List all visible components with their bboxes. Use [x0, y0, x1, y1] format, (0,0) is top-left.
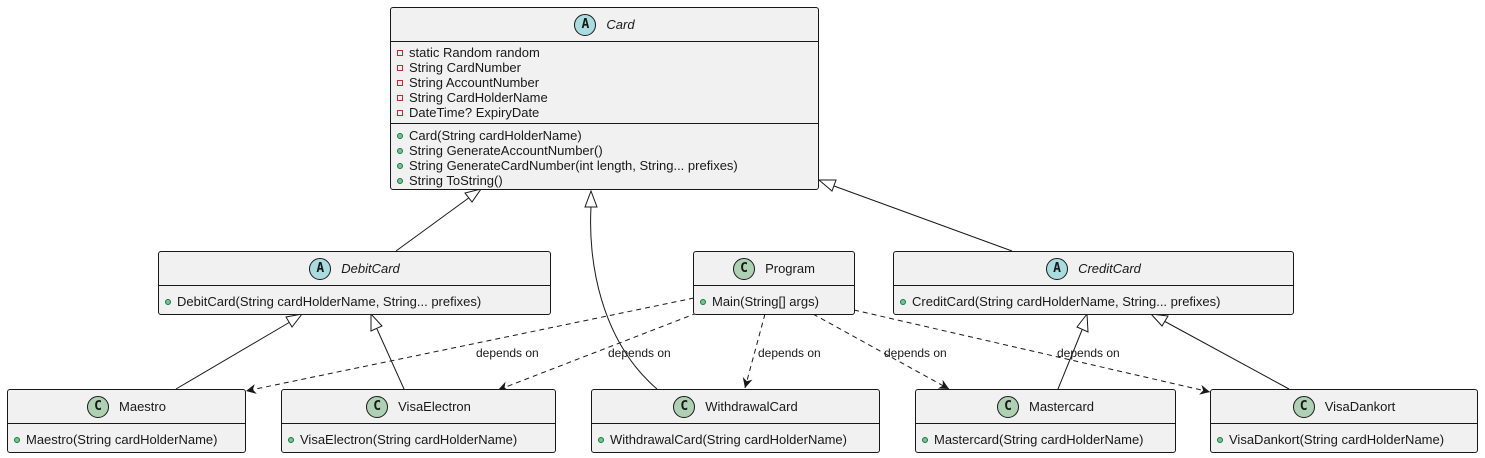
abstract-class-icon: A	[309, 257, 332, 280]
class-name: DebitCard	[341, 261, 400, 276]
methods-section: Mastercard(String cardHolderName)	[916, 423, 1175, 447]
inherit-arrowhead	[370, 312, 383, 332]
class-debitcard[interactable]: A DebitCard DebitCard(String cardHolderN…	[158, 251, 551, 315]
public-icon	[397, 177, 403, 184]
inherit-maestro-debitcard	[175, 321, 291, 390]
method: VisaElectron(String cardHolderName)	[288, 432, 549, 447]
public-icon	[397, 132, 403, 139]
method: Maestro(String cardHolderName)	[14, 432, 239, 447]
private-icon	[397, 49, 403, 56]
class-icon: C	[733, 257, 756, 280]
methods-section: Maestro(String cardHolderName)	[8, 423, 245, 447]
public-icon	[397, 162, 403, 169]
private-icon	[397, 64, 403, 71]
class-name: Program	[765, 261, 815, 276]
dep-program-maestro	[245, 297, 695, 394]
inherit-arrowhead	[584, 189, 598, 208]
inherit-arrowhead	[464, 188, 483, 203]
dependency-label: depends on	[884, 346, 947, 360]
abstract-class-icon: A	[1046, 257, 1069, 280]
dependency-label: depends on	[1057, 346, 1120, 360]
class-name: VisaElectron	[398, 399, 471, 414]
methods-section: VisaElectron(String cardHolderName)	[282, 423, 555, 447]
methods-section: DebitCard(String cardHolderName, String.…	[159, 285, 550, 309]
inherit-withdrawalcard-card	[590, 206, 658, 390]
methods-section: WithdrawalCard(String cardHolderName)	[592, 423, 879, 447]
class-withdrawalcard[interactable]: C WithdrawalCard WithdrawalCard(String c…	[591, 389, 880, 453]
class-name: Mastercard	[1028, 399, 1095, 414]
class-icon: C	[87, 395, 110, 418]
class-icon: C	[1292, 395, 1315, 418]
class-program[interactable]: C Program Main(String[] args)	[693, 251, 855, 315]
method: String GenerateAccountNumber()	[397, 143, 812, 158]
abstract-class-icon: A	[574, 13, 597, 36]
method: Card(String cardHolderName)	[397, 128, 812, 143]
method: WithdrawalCard(String cardHolderName)	[598, 432, 873, 447]
class-maestro[interactable]: C Maestro Maestro(String cardHolderName)	[7, 389, 246, 453]
method: VisaDankort(String cardHolderName)	[1217, 432, 1471, 447]
method: DebitCard(String cardHolderName, String.…	[165, 294, 544, 309]
methods-section: CreditCard(String cardHolderName, String…	[894, 285, 1293, 309]
dep-program-withdrawalcard	[742, 313, 766, 389]
dep-program-mastercard	[812, 313, 950, 390]
methods-section: Main(String[] args)	[694, 285, 854, 309]
class-icon: C	[366, 395, 389, 418]
method: Mastercard(String cardHolderName)	[922, 432, 1169, 447]
private-icon	[397, 109, 403, 116]
class-visaelectron[interactable]: C VisaElectron VisaElectron(String cardH…	[281, 389, 556, 453]
dep-program-visadankort	[853, 309, 1211, 395]
inherit-creditcard-card	[833, 185, 1013, 252]
class-name: VisaDankort	[1324, 399, 1396, 414]
private-icon	[397, 94, 403, 101]
public-icon	[165, 298, 171, 305]
dependency-label: depends on	[476, 346, 539, 360]
inherit-debitcard-card	[395, 196, 471, 252]
class-icon: C	[996, 395, 1019, 418]
private-icon	[397, 79, 403, 86]
field: String AccountNumber	[397, 75, 812, 90]
public-icon	[288, 436, 294, 443]
field: static Random random	[397, 45, 812, 60]
class-creditcard[interactable]: A CreditCard CreditCard(String cardHolde…	[893, 251, 1294, 315]
inherit-arrowhead	[1076, 312, 1089, 333]
fields-section: static Random random String CardNumber S…	[391, 41, 818, 123]
field: String CardHolderName	[397, 90, 812, 105]
class-card[interactable]: A Card static Random random String CardN…	[390, 7, 819, 190]
inherit-arrowhead	[817, 179, 837, 192]
public-icon	[1217, 436, 1223, 443]
method: Main(String[] args)	[700, 294, 848, 309]
public-icon	[598, 436, 604, 443]
public-icon	[14, 436, 20, 443]
method: String ToString()	[397, 173, 812, 188]
public-icon	[700, 298, 706, 305]
inherit-mastercard-creditcard	[1057, 329, 1083, 390]
inherit-visaelectron-debitcard	[376, 328, 405, 390]
inherit-arrowhead	[285, 313, 304, 328]
public-icon	[397, 147, 403, 154]
dependency-label: depends on	[608, 346, 671, 360]
dependency-label: depends on	[758, 346, 821, 360]
class-mastercard[interactable]: C Mastercard Mastercard(String cardHolde…	[915, 389, 1176, 453]
class-name: Maestro	[119, 399, 166, 414]
public-icon	[922, 436, 928, 443]
method: String GenerateCardNumber(int length, St…	[397, 158, 812, 173]
class-icon: C	[673, 395, 696, 418]
class-visadankort[interactable]: C VisaDankort VisaDankort(String cardHol…	[1210, 389, 1478, 453]
inherit-arrowhead	[1149, 313, 1169, 327]
inherit-visadankort-creditcard	[1163, 320, 1290, 390]
field: DateTime? ExpiryDate	[397, 105, 812, 120]
class-name: WithdrawalCard	[705, 399, 798, 414]
class-name: Card	[606, 17, 635, 32]
class-name: CreditCard	[1078, 261, 1141, 276]
public-icon	[900, 298, 906, 305]
methods-section: VisaDankort(String cardHolderName)	[1211, 423, 1477, 447]
method: CreditCard(String cardHolderName, String…	[900, 294, 1287, 309]
field: String CardNumber	[397, 60, 812, 75]
methods-section: Card(String cardHolderName) String Gener…	[391, 123, 818, 188]
